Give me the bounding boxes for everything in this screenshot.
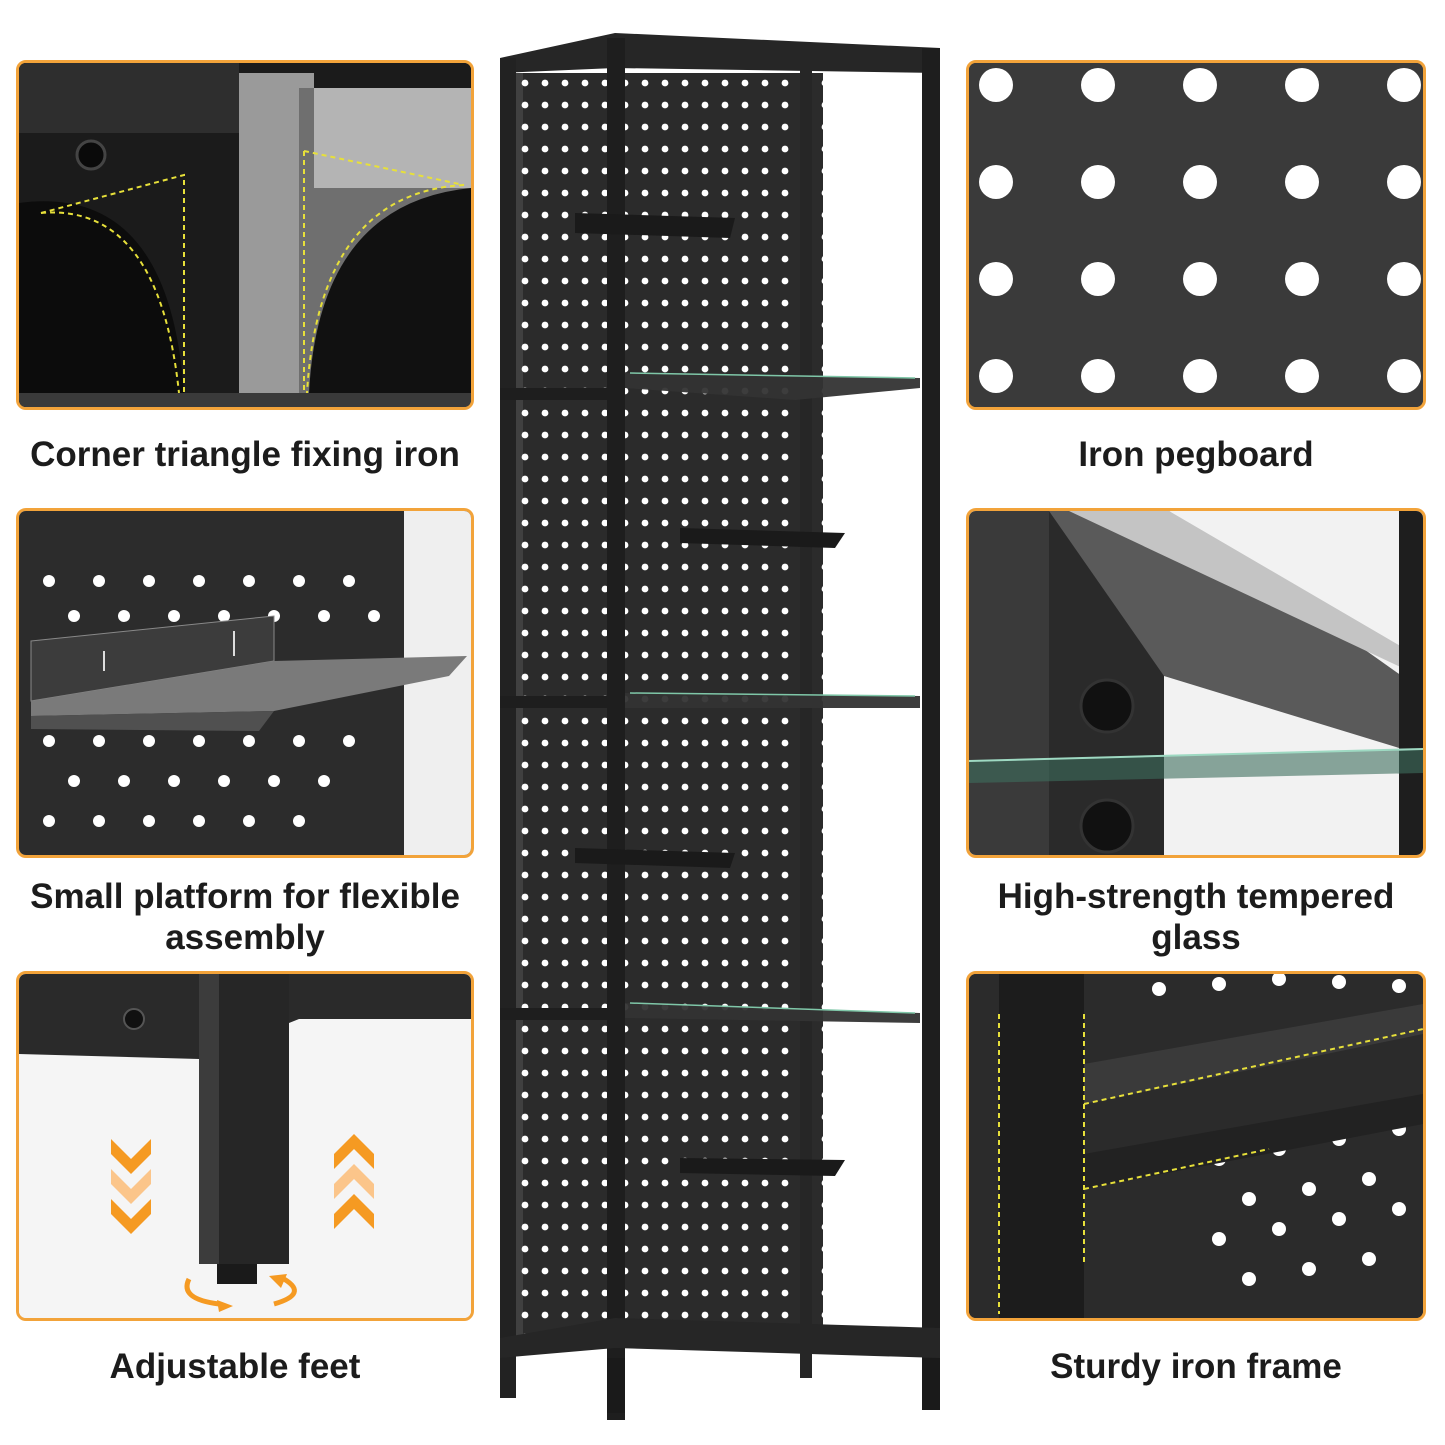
caption-sturdy-iron-frame: Sturdy iron frame [1050,1347,1342,1386]
caption-adjustable-feet: Adjustable feet [109,1347,361,1386]
corner-bracket-photo [16,60,474,410]
caption-tempered-glass: High-strength tempered glass [997,877,1395,957]
sturdy-iron-frame-photo [966,971,1426,1321]
up-arrows-icon [334,1134,374,1229]
caption-iron-pegboard: Iron pegboard [1078,435,1314,474]
caption-small-platform: Small platform for flexible assembly [30,877,460,957]
caption-corner-bracket: Corner triangle fixing iron [30,435,460,474]
adjustable-feet-photo [16,971,474,1321]
small-platform-photo [16,508,474,858]
tempered-glass-photo [966,508,1426,858]
pegboard-shelf-unit-photo [495,28,950,1420]
iron-pegboard-photo [966,60,1426,410]
down-arrows-icon [111,1139,151,1234]
